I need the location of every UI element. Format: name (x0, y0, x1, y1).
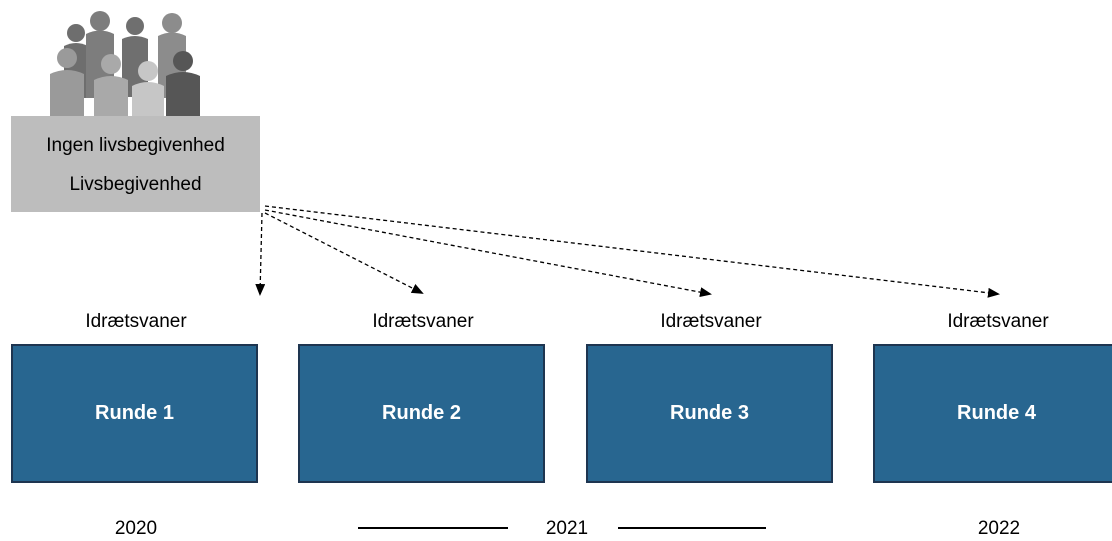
arrow-to-round-4 (264, 205, 1000, 298)
year-2022: 2022 (977, 518, 1021, 539)
arrow-to-round-1 (255, 212, 266, 296)
habit-label-3: Idrætsvaner (660, 311, 762, 332)
year-2021-rule-right (618, 527, 766, 529)
arrow-to-round-3 (264, 209, 712, 298)
round-4-label: Runde 4 (957, 402, 1036, 424)
round-1-box: Runde 1 (11, 344, 258, 483)
round-4-box: Runde 4 (873, 344, 1112, 483)
habit-label-4: Idrætsvaner (947, 311, 1049, 332)
year-2021: 2021 (545, 518, 589, 539)
round-3-box: Runde 3 (586, 344, 833, 483)
round-2-box: Runde 2 (298, 344, 545, 483)
round-1-label: Runde 1 (95, 402, 174, 424)
habit-label-2: Idrætsvaner (372, 311, 474, 332)
no-life-event-label: Ingen livsbegivenhed (46, 135, 225, 156)
year-2020: 2020 (114, 518, 158, 539)
arrow-to-round-2 (264, 212, 424, 294)
life-event-label: Livsbegivenhed (69, 174, 202, 195)
round-3-label: Runde 3 (670, 402, 749, 424)
habit-label-1: Idrætsvaner (85, 311, 187, 332)
round-2-label: Runde 2 (382, 402, 461, 424)
people-group-icon (50, 11, 200, 116)
year-2021-rule-left (358, 527, 508, 529)
life-event-group-box: Ingen livsbegivenhed Livsbegivenhed (11, 116, 260, 212)
